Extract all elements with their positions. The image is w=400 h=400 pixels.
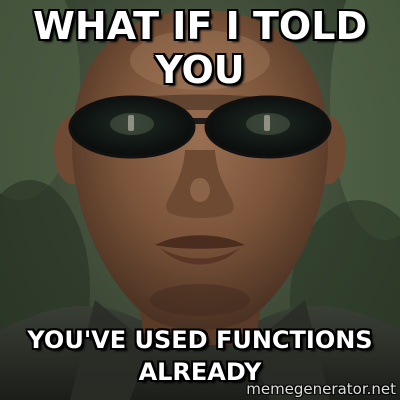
upper-lip [155, 235, 245, 249]
forehead-highlight [130, 30, 270, 90]
sunglasses-icon [68, 95, 332, 159]
coat-collar [70, 300, 330, 400]
lower-lip [160, 248, 240, 265]
nose-highlight [190, 178, 210, 202]
left-reflection-figure [128, 115, 134, 131]
watermark-text: memegenerator.net [246, 380, 396, 398]
meme-top-text: WHAT IF I TOLD YOU [32, 4, 367, 92]
right-reflection-figure [264, 115, 270, 131]
meme-bottom-text: YOU'VE USED FUNCTIONS ALREADY [27, 326, 373, 386]
chin-shadow [150, 284, 250, 316]
